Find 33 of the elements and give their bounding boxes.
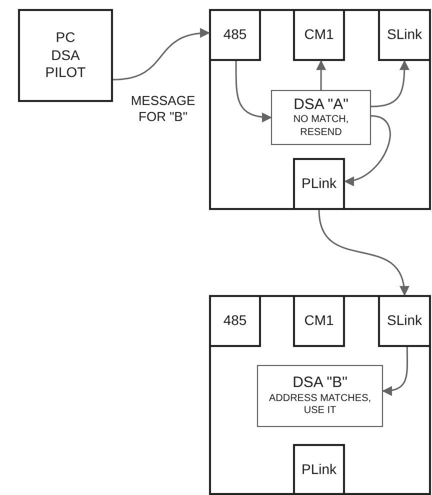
port-box [293,444,345,495]
node-title: SLink [386,26,422,44]
port-box [209,295,261,347]
node-title: PC DSA PILOT [44,29,87,82]
arrow [370,60,410,108]
process-box [18,9,113,102]
node-title: CM1 [304,26,334,44]
dsa-box [257,365,383,427]
node-title: 485 [223,26,247,44]
device-box [209,295,431,495]
arrow [344,115,391,186]
dsa-box [271,90,371,145]
node-title: PLink [301,460,337,478]
port-box [293,158,345,210]
port-box [378,9,431,61]
node-title: SLink [386,312,422,330]
node-title: 485 [223,312,247,330]
node-note: NO MATCH, RESEND [292,114,350,140]
node-title: CM1 [304,312,334,330]
arrow [235,61,272,122]
port-box [293,295,345,347]
port-box [293,9,345,61]
arrow [316,60,326,90]
node-title: DSA "B" [292,374,348,393]
port-box [209,9,261,61]
port-box [378,295,431,347]
arrow [318,210,408,296]
arrow [382,347,408,396]
node-note: ADDRESS MATCHES, USE IT [268,392,372,418]
device-box [209,9,431,210]
arrow [112,28,210,80]
node-title: DSA "A" [294,96,348,114]
node-title: PLink [301,175,337,193]
